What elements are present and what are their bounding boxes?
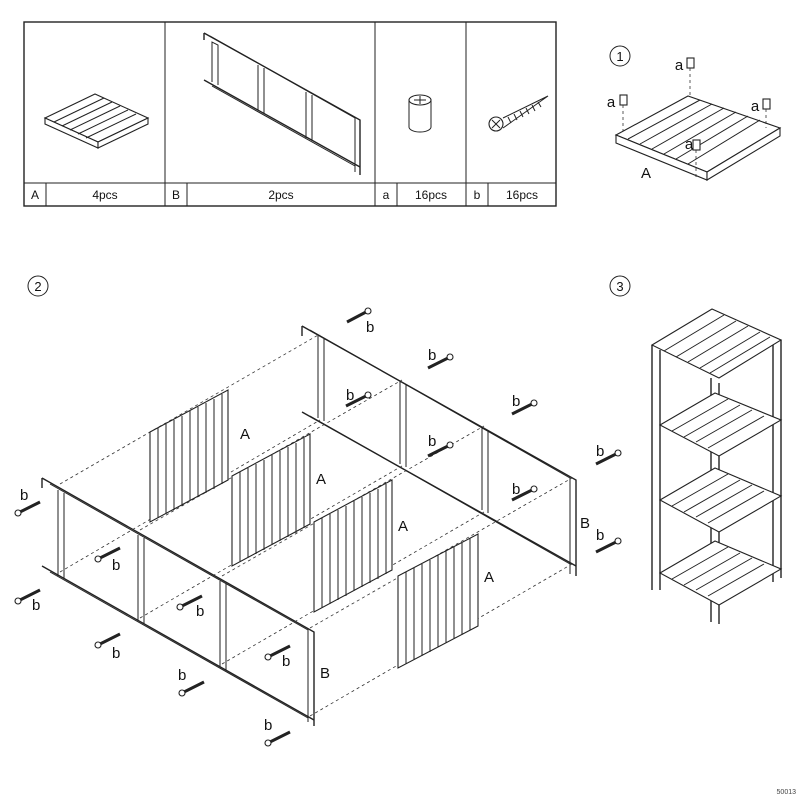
screw-label: b [282,653,290,670]
screw-label: b [196,603,204,620]
shelf-panel-1 [149,389,229,523]
screw-label: b [596,443,604,460]
step-1-shelf-label: A [641,165,651,182]
screw-label: b [512,393,520,410]
screw-label: b [346,387,354,404]
screw-icon [595,449,622,466]
screw-icon [595,537,622,554]
part-a-cam-drawing [408,94,432,133]
shelf-panel-3 [313,479,393,613]
screw-label: b [112,557,120,574]
screw-label: b [178,667,186,684]
screws [14,307,622,747]
part-b-quantity: 2pcs [268,188,293,202]
screw-label: b [512,481,520,498]
part-screw-letter: b [474,188,481,202]
step-3-number: 3 [616,279,623,294]
screw-icon [427,353,454,370]
screw-label: b [596,527,604,544]
screw-label: b [366,319,374,336]
step-1-number: 1 [616,49,623,64]
part-a-quantity: 4pcs [92,188,117,202]
screw-label: b [20,487,28,504]
part-screw-quantity: 16pcs [506,188,538,202]
back-frame [301,325,577,576]
screw-icon [178,680,205,697]
screw-icon [511,399,538,416]
screw-icon [511,485,538,502]
shelf-label-3: A [398,518,408,535]
part-cam-quantity: 16pcs [415,188,447,202]
part-a-shelf-drawing [43,93,150,149]
screw-icon [14,500,41,517]
shelf-label-1: A [240,426,250,443]
screw-icon [427,441,454,458]
screw-icon [14,588,41,605]
shelf-panel-4 [397,533,479,669]
screw-icon [264,644,291,661]
step-2: 2 [14,275,622,747]
footer-code: 50013 [777,789,797,796]
screw-icon [264,730,291,747]
part-b-frame-drawing [203,32,361,175]
screw-label: b [428,433,436,450]
screw-label: b [428,347,436,364]
part-b-letter: B [172,188,180,202]
part-b-screw-drawing [488,95,549,132]
assembled-shelf-unit [650,308,783,624]
screw-icon [176,594,203,611]
screw-icon [94,546,121,563]
shelf-label-4: A [484,569,494,586]
cam-label-front: a [685,136,694,153]
screw-label: b [264,717,272,734]
cam-fittings [619,57,771,178]
cam-label-top: a [675,57,684,74]
cam-label-left: a [607,94,616,111]
cam-label-right: a [751,98,760,115]
frame-label-front: B [320,665,330,682]
step-2-number: 2 [34,279,41,294]
shelf-label-2: A [316,471,326,488]
parts-table: A 4pcs B 2pcs a 16pcs b 16pcs [23,21,557,207]
screw-icon [94,632,121,649]
part-a-letter: A [31,188,39,202]
screw-label: b [112,645,120,662]
frame-label-back: B [580,515,590,532]
step-3: 3 [609,275,783,624]
screw-icon [346,307,372,324]
screw-icon [345,391,372,408]
screw-label: b [32,597,40,614]
part-cam-letter: a [383,188,390,202]
step-1: 1 a a a a A [607,45,782,182]
shelf-panel-2 [231,433,311,567]
